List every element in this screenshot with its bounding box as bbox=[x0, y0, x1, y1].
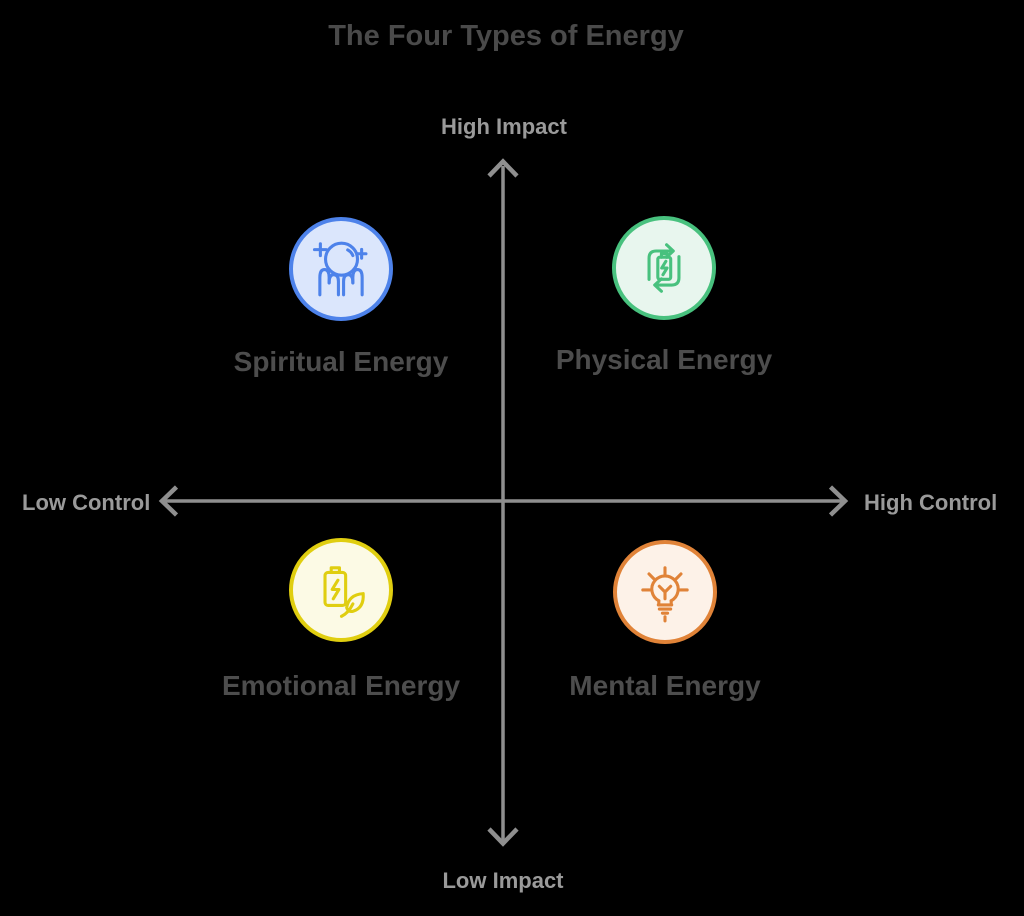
battery-leaf-icon bbox=[323, 566, 365, 618]
battery-recycle-icon bbox=[647, 243, 681, 293]
hands-crystal-ball-icon bbox=[312, 241, 368, 297]
arrow-up-icon bbox=[487, 158, 519, 178]
lightbulb-icon bbox=[641, 566, 689, 623]
axis-label-low-control: Low Control bbox=[22, 490, 151, 515]
page-title: The Four Types of Energy bbox=[328, 20, 684, 52]
arrow-left-icon bbox=[158, 485, 179, 517]
spiritual-energy-label: Spiritual Energy bbox=[233, 346, 449, 377]
emotional-energy-bubble bbox=[289, 538, 393, 642]
arrow-right-icon bbox=[828, 485, 849, 517]
mental-energy-bubble bbox=[613, 540, 717, 644]
physical-energy-bubble bbox=[612, 216, 716, 320]
spiritual-energy-bubble bbox=[289, 217, 393, 321]
emotional-energy-label: Emotional Energy bbox=[221, 670, 461, 701]
physical-energy-label: Physical Energy bbox=[555, 344, 773, 375]
axis-label-high-impact: High Impact bbox=[441, 114, 567, 139]
arrow-down-icon bbox=[487, 827, 519, 847]
axis-label-high-control: High Control bbox=[864, 490, 998, 515]
axis-label-low-impact: Low Impact bbox=[442, 868, 564, 893]
mental-energy-label: Mental Energy bbox=[569, 670, 761, 701]
